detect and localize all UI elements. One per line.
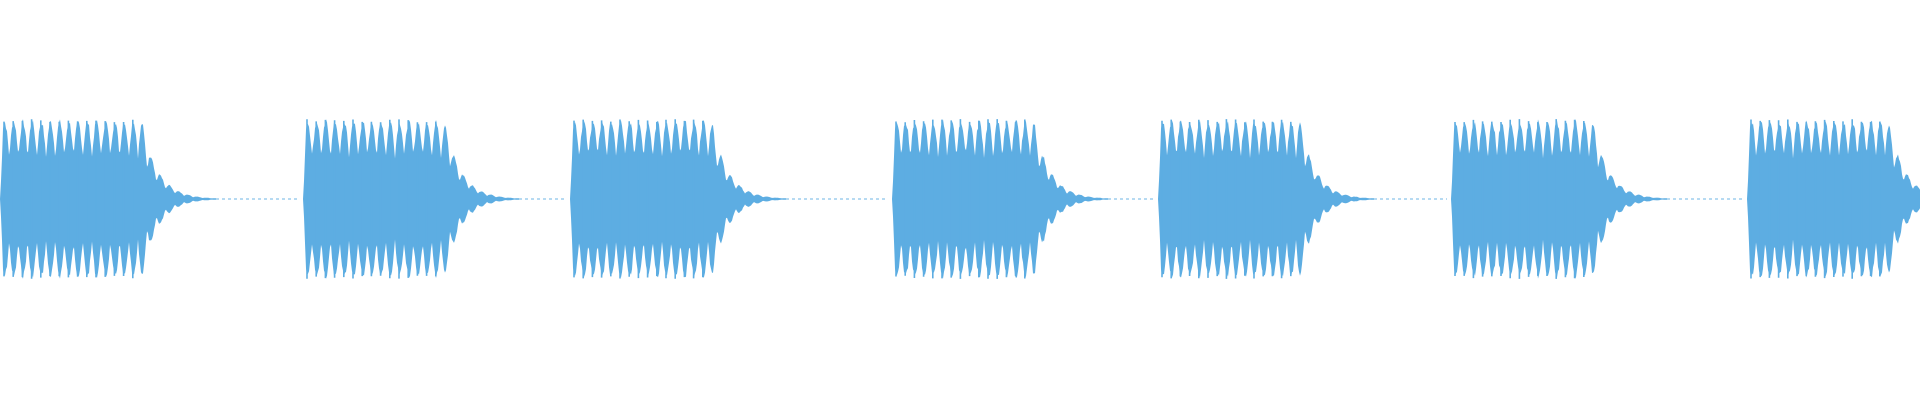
waveform-burst-body [0, 119, 216, 279]
waveform-burst [1158, 119, 1447, 279]
waveform-burst [0, 119, 299, 279]
waveform-burst-body [303, 119, 519, 279]
waveform-burst-body [892, 119, 1108, 279]
waveform-bursts [0, 119, 1920, 279]
waveform-burst [1451, 119, 1743, 279]
waveform-burst-body [1158, 120, 1374, 278]
waveform-burst-body [570, 120, 786, 278]
waveform-burst [1747, 119, 1920, 279]
waveform-burst-body [1451, 119, 1667, 279]
waveform-burst [892, 119, 1154, 279]
waveform-burst [303, 119, 566, 279]
waveform-burst [570, 119, 888, 279]
